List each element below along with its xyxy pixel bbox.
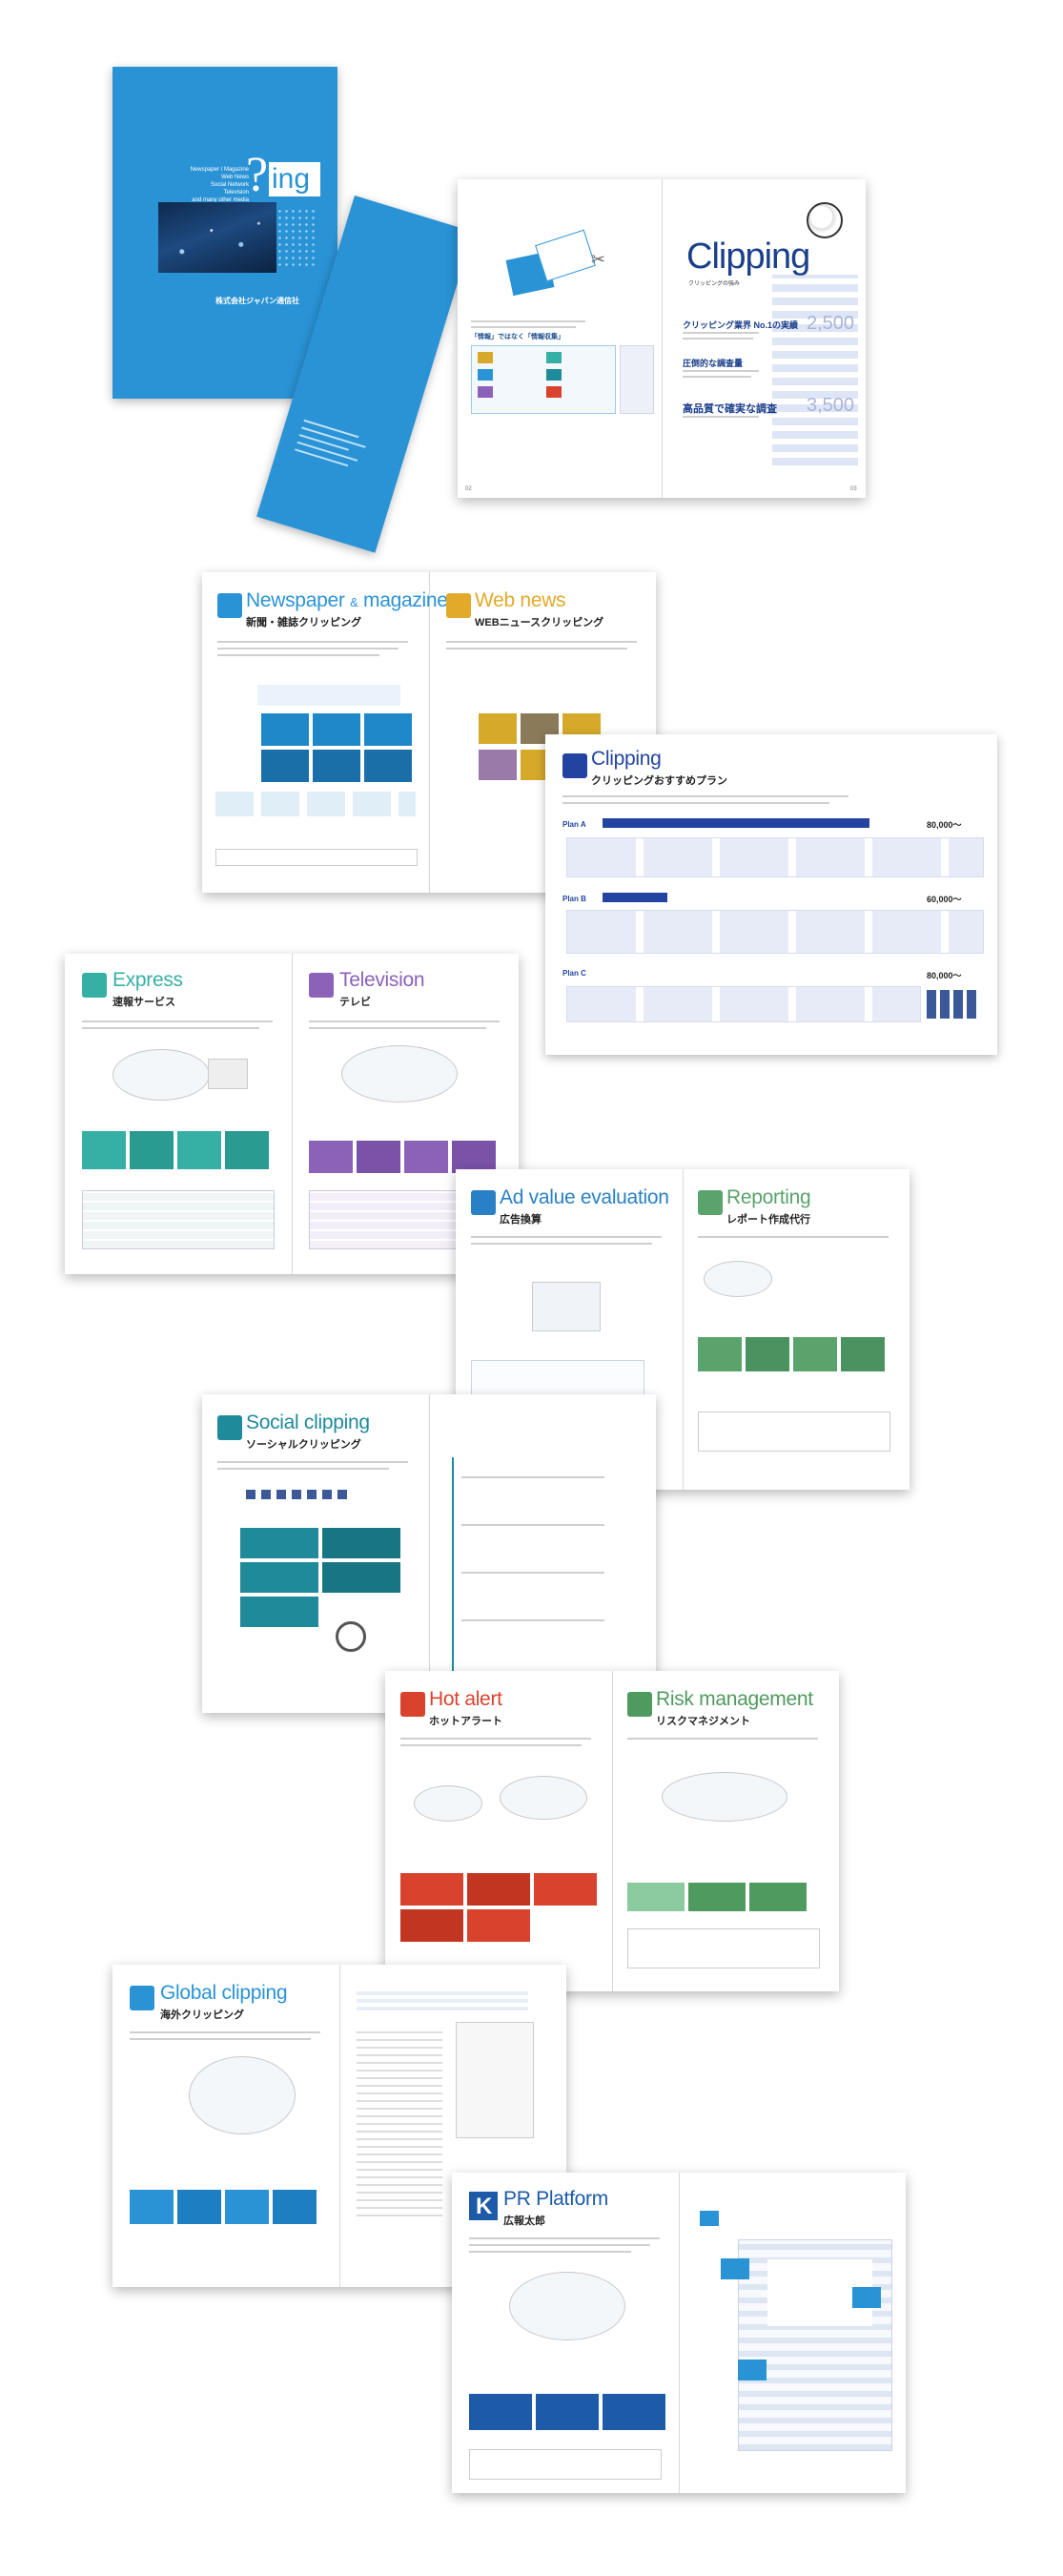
television-title: Television (339, 969, 425, 991)
newspaper-subtitle: 新聞・雑誌クリッピング (246, 617, 361, 629)
cover-logo-box: ing (269, 162, 320, 196)
cover-kicker-line: Social Network (210, 182, 249, 188)
paper-note-illustration (535, 229, 596, 282)
cover-logo-q: ? (246, 148, 269, 202)
spread-social: Social clipping ソーシャルクリッピング (202, 1394, 656, 1713)
spread-pr-platform: K PR Platform 広報太郎 (452, 2173, 906, 2493)
risk-title: Risk management (656, 1688, 813, 1710)
clipping-lead: 「情報」ではなく「情報収集」 (471, 334, 564, 340)
newspaper-title-b: magazine (363, 589, 448, 611)
hotalert-subtitle: ホットアラート (429, 1716, 502, 1727)
clipping-headline-3: 高品質で確実な調査 (683, 403, 777, 415)
media-grid (471, 345, 616, 414)
television-subtitle: テレビ (339, 997, 371, 1008)
plan-b-price: 60,000〜 (927, 895, 962, 904)
plan-title: Clipping (591, 748, 662, 770)
express-title: Express (112, 969, 183, 991)
risk-icon (627, 1692, 652, 1717)
express-icon (82, 973, 107, 998)
plan-c-price: 80,000〜 (927, 971, 962, 980)
spread-clipping: ✂ 「情報」ではなく「情報収集」 02 Clipping クリッピングの強み ク… (458, 179, 866, 498)
webnews-subtitle: WEBニュースクリッピング (475, 617, 604, 629)
prplatform-subtitle: 広報太郎 (503, 2215, 545, 2227)
scissors-icon: ✂ (591, 250, 606, 269)
global-icon (130, 1986, 154, 2010)
spread-express-tv: Express 速報サービス Television テレビ (65, 954, 519, 1274)
plan-a-price: 80,000〜 (927, 820, 962, 830)
clipping-title: Clipping (686, 237, 810, 277)
newspaper-title-amp: & (350, 595, 358, 609)
clipping-subtitle: クリッピングの強み (688, 281, 741, 287)
risk-subtitle: リスクマネジメント (656, 1716, 750, 1727)
social-title: Social clipping (246, 1412, 370, 1433)
cover-kicker-line: Web News (221, 175, 249, 180)
global-subtitle: 海外クリッピング (160, 2009, 244, 2021)
clipping-stat-2: 3,500 (807, 395, 855, 416)
hot-alert-icon (400, 1692, 425, 1717)
brochure-cover: Newspaper / Magazine Web News Social Net… (112, 67, 337, 399)
media-grid-side (620, 345, 654, 414)
cover-dot-grid (276, 208, 318, 267)
plan-a-label: Plan A (562, 820, 586, 829)
cover-kicker-line: Newspaper / Magazine (190, 167, 249, 173)
cover-logo-ing: ing (272, 163, 311, 195)
overlay-bars (772, 275, 858, 465)
spread-hotalert-risk: Hot alert ホットアラート Risk management リスクマネジ… (385, 1671, 839, 1991)
pr-platform-icon: K (469, 2192, 498, 2220)
page-clipping-plan: Clipping クリッピングおすすめプラン Plan A 80,000〜 Pl… (545, 734, 997, 1055)
plan-c-label: Plan C (562, 969, 586, 978)
newspaper-icon (217, 593, 242, 618)
cover-kicker-line: and many other media (192, 197, 249, 203)
hotalert-title: Hot alert (429, 1688, 502, 1710)
advalue-subtitle: 広告換算 (500, 1214, 542, 1226)
plan-b-label: Plan B (562, 895, 586, 903)
reporting-icon (698, 1190, 723, 1215)
cover-kicker-line: Television (223, 190, 249, 196)
web-news-icon (446, 593, 471, 618)
pr-platform-letter: K (476, 2194, 493, 2219)
webnews-title: Web news (475, 589, 566, 611)
cover-city-photo (158, 202, 276, 273)
plan-subtitle: クリッピングおすすめプラン (591, 775, 727, 787)
clipping-headline-1: クリッピング業界 No.1の実績 (683, 320, 799, 330)
back-cover-text-block (295, 419, 378, 467)
reporting-subtitle: レポート作成代行 (726, 1214, 810, 1226)
clipping-stat-1: 2,500 (807, 313, 855, 334)
express-subtitle: 速報サービス (112, 997, 175, 1008)
ad-value-icon (471, 1190, 496, 1215)
prplatform-title: PR Platform (503, 2188, 608, 2210)
page-number: 03 (850, 486, 857, 492)
television-icon (309, 973, 334, 998)
plan-icon (562, 753, 587, 778)
clipping-headline-2: 圧倒的な調査量 (683, 359, 744, 368)
reporting-title: Reporting (726, 1186, 811, 1208)
advalue-title: Ad value evaluation (500, 1186, 669, 1208)
social-icon (217, 1415, 242, 1440)
newspaper-title-a: Newspaper (246, 589, 345, 611)
social-subtitle: ソーシャルクリッピング (246, 1439, 361, 1451)
cover-kicker: Newspaper / Magazine Web News Social Net… (158, 166, 249, 204)
spread-global: Global clipping 海外クリッピング (112, 1965, 566, 2287)
globe-illustration (807, 202, 843, 238)
cover-company: 株式会社ジャパン通信社 (215, 297, 299, 305)
global-title: Global clipping (160, 1982, 288, 2004)
